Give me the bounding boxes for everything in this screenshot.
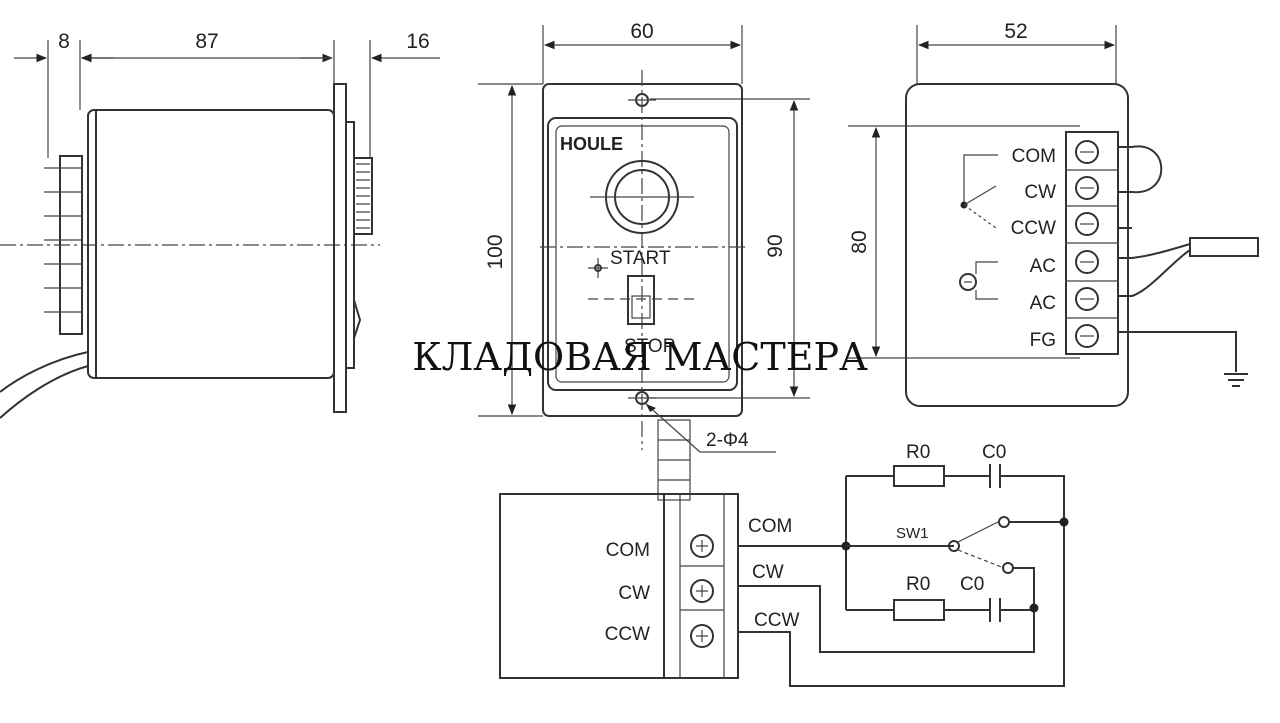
hole-spec-label: 2-Φ4 — [706, 430, 749, 451]
terminal-screws — [1066, 140, 1118, 348]
terminal-view: 52 80 COM CW CCW AC AC FG — [848, 20, 1259, 407]
stop-label: STOP — [624, 336, 675, 357]
terminal-ac-1: AC — [1030, 256, 1056, 277]
wiring-diagram: COM CW CCW COM CW CCW R0 C0 SW1 R0 — [499, 442, 1069, 687]
c-bottom-label: C0 — [960, 574, 984, 595]
start-label: START — [610, 248, 671, 269]
r-top-label: R0 — [906, 442, 930, 463]
stop-switch — [627, 275, 655, 325]
dim-80: 80 — [848, 230, 871, 253]
terminal-fg: FG — [1030, 330, 1056, 351]
side-view: 8 87 16 — [0, 30, 440, 419]
resistor-top — [893, 465, 945, 487]
dim-60: 60 — [630, 20, 653, 43]
wire-label-ccw: CCW — [754, 610, 799, 631]
front-view: 60 100 90 HOULE START — [478, 20, 810, 501]
dim-87: 87 — [195, 30, 218, 53]
block-label-ccw: CCW — [605, 624, 650, 645]
wire-label-cw: CW — [752, 562, 784, 583]
block-label-com: COM — [606, 540, 650, 561]
dim-16: 16 — [406, 30, 429, 53]
watermark-text: КЛАДОВАЯ МАСТЕРА — [412, 335, 868, 379]
block-label-cw: CW — [618, 583, 650, 604]
terminal-ac-2: AC — [1030, 293, 1056, 314]
dim-90: 90 — [764, 234, 787, 257]
terminal-com: COM — [1012, 146, 1056, 167]
terminal-cw: CW — [1024, 182, 1056, 203]
switch-label: SW1 — [896, 525, 929, 542]
resistor-bottom — [893, 599, 945, 621]
wire-label-com: COM — [748, 516, 792, 537]
dim-52: 52 — [1004, 20, 1027, 43]
terminal-ccw: CCW — [1011, 218, 1056, 239]
dim-100: 100 — [484, 234, 507, 269]
brand-label: HOULE — [560, 134, 623, 154]
dim-8: 8 — [58, 30, 70, 53]
r-bottom-label: R0 — [906, 574, 930, 595]
c-top-label: C0 — [982, 442, 1006, 463]
